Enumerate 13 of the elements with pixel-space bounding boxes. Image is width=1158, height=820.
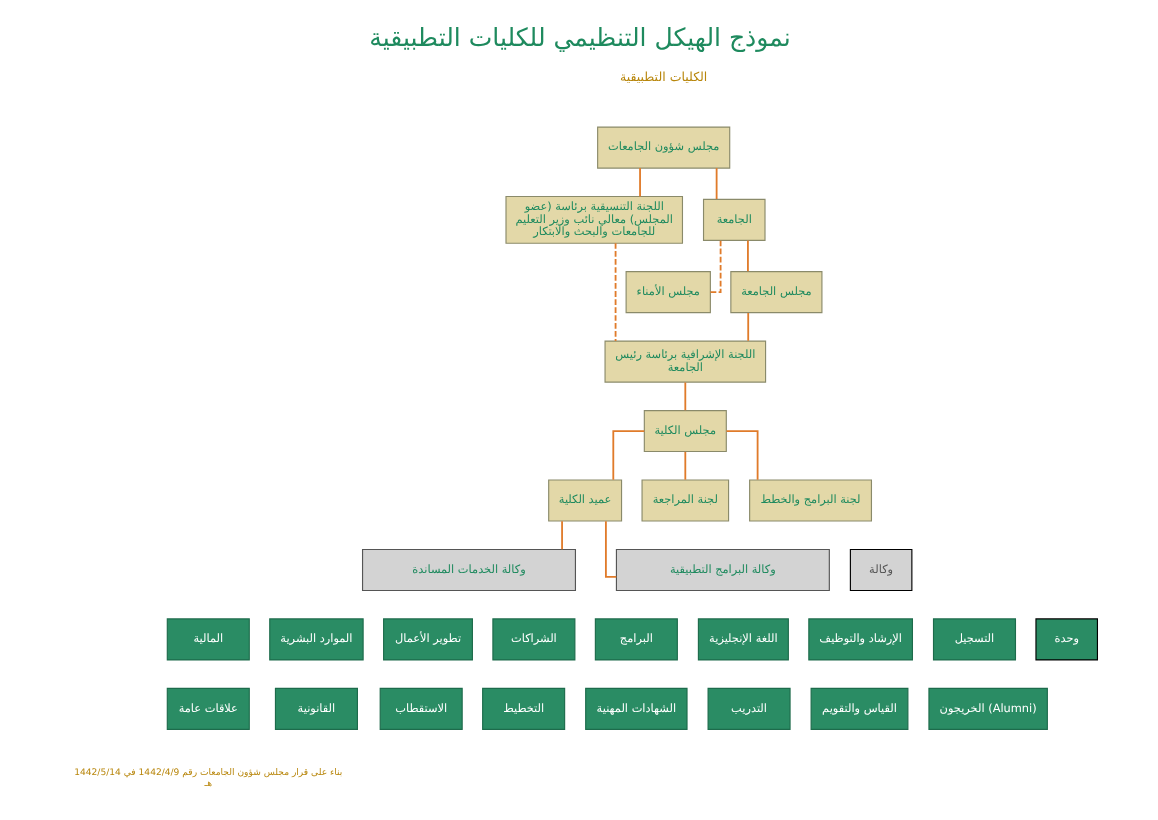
connector	[746, 312, 749, 342]
connector	[746, 239, 748, 273]
connector	[560, 520, 562, 551]
connector	[638, 167, 640, 198]
connector	[604, 520, 617, 578]
connector	[611, 430, 645, 481]
connector	[708, 239, 721, 294]
connector	[613, 242, 616, 342]
connector	[683, 381, 686, 412]
diagram-title: نموذج الهيكل التنظيمي للكليات التطبيقية	[368, 21, 790, 52]
connector	[714, 167, 717, 200]
connector	[683, 451, 686, 481]
connector	[724, 430, 758, 481]
